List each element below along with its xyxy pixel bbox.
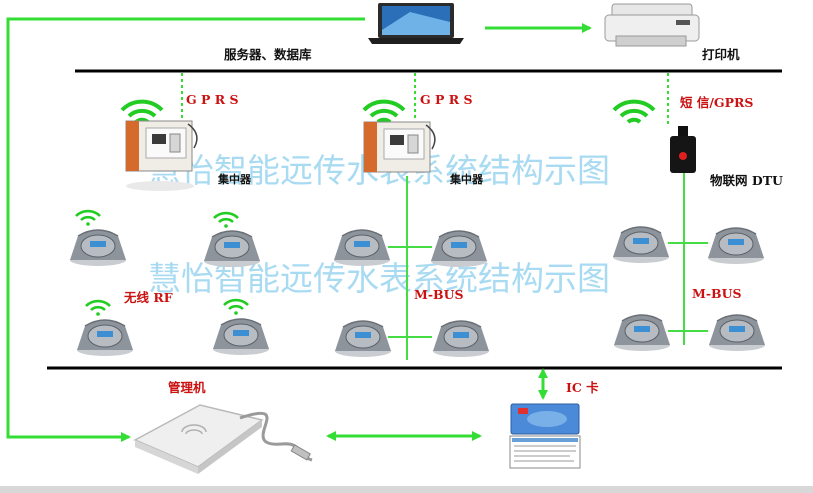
water-meter-icon (707, 227, 765, 265)
wifi-icon-meter-3 (84, 299, 112, 318)
mbus-label-mid: M-BUS (414, 287, 464, 302)
concentrator-label-left: 集中器 (218, 173, 251, 186)
water-meter-icon (212, 318, 270, 356)
dtu-device-icon (670, 126, 696, 173)
laptop-icon (368, 3, 464, 44)
wifi-icon-meter-2 (212, 211, 240, 230)
wifi-icon-meter-4 (222, 298, 250, 317)
water-meter-icon (432, 320, 490, 358)
water-meter-icon (430, 230, 488, 268)
gprs-label-mid: G P R S (420, 92, 473, 107)
concentrator-icon-left (125, 120, 198, 191)
gprs-label-left: G P R S (186, 92, 239, 107)
wifi-icon-meter-1 (74, 209, 102, 228)
card-reader-icon (133, 404, 313, 474)
concentrator-icon-mid (363, 121, 436, 173)
water-meter-icon (203, 230, 261, 268)
water-meter-icon (613, 314, 671, 352)
water-meter-icon (333, 229, 391, 267)
printer-icon (604, 3, 700, 47)
wireless-rf-label: 无线 RF (124, 290, 173, 305)
ic-card-label: IC 卡 (566, 380, 599, 395)
wifi-icon-left (120, 99, 164, 124)
water-meter-icon (76, 319, 134, 357)
wifi-icon-right (612, 99, 656, 124)
manager-label: 管理机 (168, 380, 206, 395)
water-meter-icon (69, 229, 127, 267)
ic-card-manual-icon (509, 435, 581, 469)
laptop-to-manager-arrow (6, 17, 365, 442)
ic-card-icon (510, 403, 580, 435)
server-label: 服务器、数据库 (224, 47, 312, 62)
bottom-scroll-strip (0, 486, 813, 493)
water-meter-icon (708, 314, 766, 352)
iot-dtu-label: 物联网 DTU (710, 173, 783, 188)
concentrator-label-mid: 集中器 (450, 173, 483, 186)
water-meter-icon (334, 320, 392, 358)
printer-label: 打印机 (702, 47, 740, 62)
mbus-label-right: M-BUS (692, 286, 742, 301)
wifi-icon-mid (362, 99, 406, 124)
water-meter-icon (612, 226, 670, 264)
sms-gprs-label: 短 信/GPRS (680, 95, 754, 110)
